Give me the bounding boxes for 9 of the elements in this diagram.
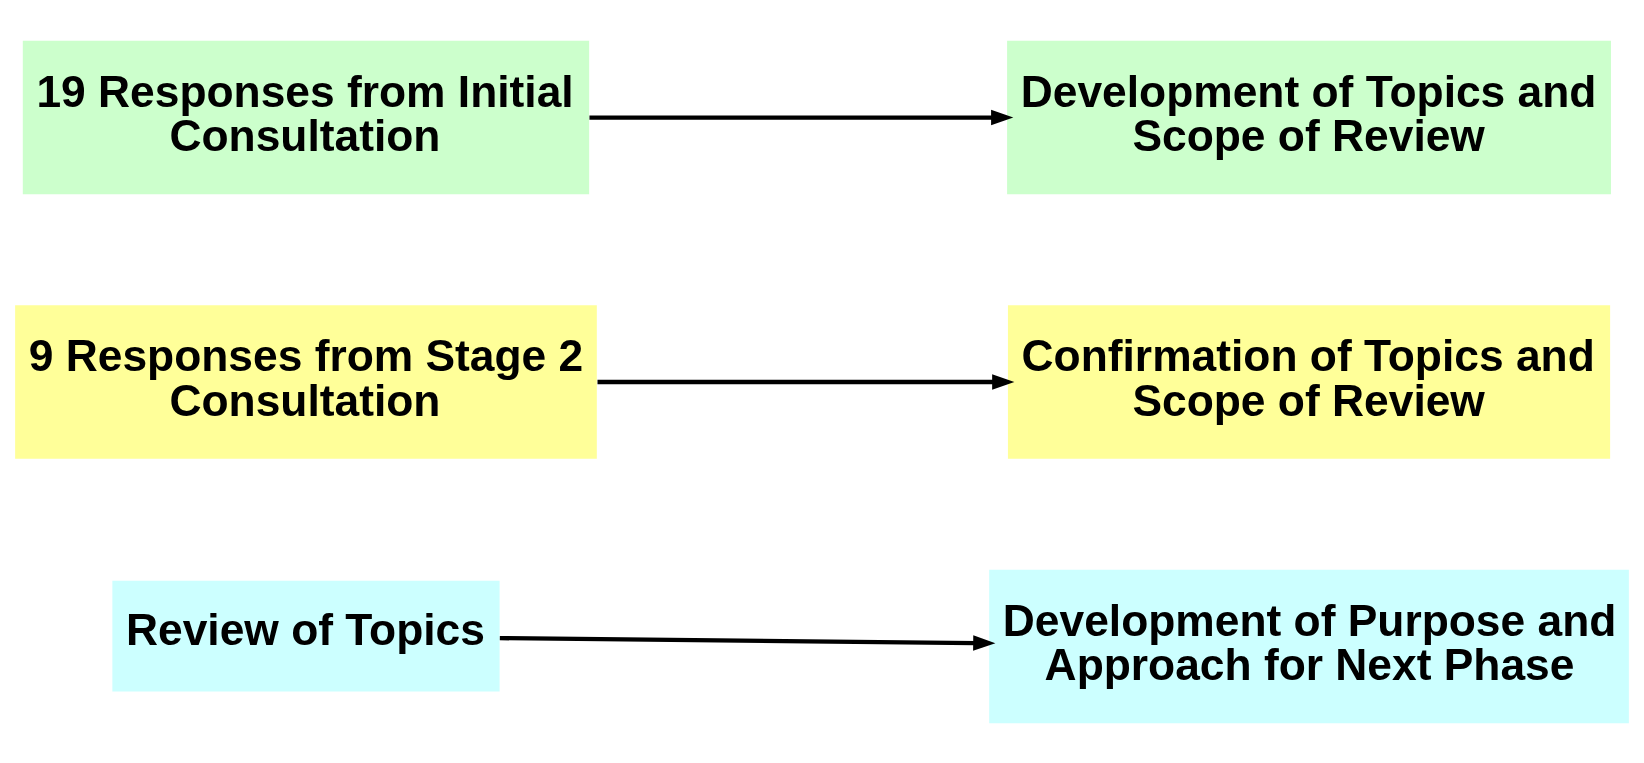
node-box: Review of Topics bbox=[112, 580, 500, 692]
node-box: Development of Topics and Scope of Review bbox=[1007, 40, 1611, 194]
arrow bbox=[499, 634, 996, 651]
node-box: 9 Responses from Stage 2 Consultation bbox=[15, 304, 597, 459]
node-box: Confirmation of Topics and Scope of Review bbox=[1007, 304, 1611, 459]
arrow bbox=[589, 109, 1014, 125]
node-box: 19 Responses from Initial Consultation bbox=[22, 40, 590, 194]
arrow bbox=[597, 373, 1015, 390]
node-box: Development of Purpose and Approach for Next Phase bbox=[989, 569, 1629, 723]
